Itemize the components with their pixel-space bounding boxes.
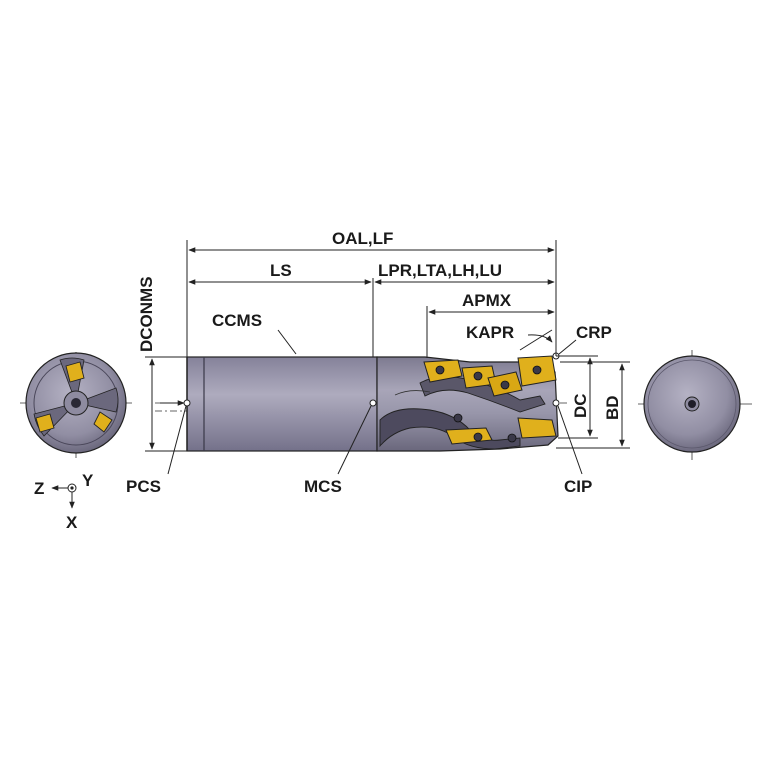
insert-screw bbox=[453, 413, 463, 423]
axis-x-label: X bbox=[66, 513, 78, 532]
end-view-coolant-hole bbox=[71, 398, 81, 408]
coordinate-axes: Z Y X bbox=[34, 471, 94, 532]
insert-screw bbox=[473, 371, 483, 381]
insert-screw bbox=[473, 432, 483, 442]
side-view bbox=[155, 352, 570, 452]
axis-y-label: Y bbox=[82, 471, 94, 490]
cip-point bbox=[552, 399, 560, 407]
end-view-insert bbox=[35, 413, 55, 433]
mcs-point bbox=[369, 399, 377, 407]
axis-z-label: Z bbox=[34, 479, 44, 498]
insert-screw bbox=[507, 433, 517, 443]
insert-screw bbox=[532, 365, 542, 375]
mcs-label: MCS bbox=[304, 477, 342, 496]
crp-leader bbox=[558, 339, 577, 355]
flute-groove bbox=[379, 408, 521, 450]
front-end-view bbox=[20, 352, 132, 458]
pcs-leader bbox=[167, 405, 187, 475]
kapr-edge-line bbox=[519, 329, 553, 351]
rear-end-view bbox=[638, 350, 752, 460]
cip-label: CIP bbox=[564, 477, 592, 496]
pcs-label: PCS bbox=[126, 477, 161, 496]
end-view-insert bbox=[65, 361, 85, 383]
kapr-label: KAPR bbox=[466, 323, 514, 342]
dconms-label: DCONMS bbox=[137, 276, 156, 352]
rear-view-coolant-hole bbox=[688, 400, 696, 408]
end-view-flute bbox=[74, 387, 119, 413]
end-view-insert bbox=[93, 411, 113, 433]
cip-leader bbox=[557, 405, 583, 475]
insert-screw bbox=[435, 365, 445, 375]
origin-dot bbox=[70, 486, 74, 490]
flute-edge bbox=[394, 390, 431, 396]
flute-groove bbox=[419, 376, 546, 413]
ccms-leader bbox=[277, 329, 297, 355]
lpr-lta-lh-lu-label: LPR,LTA,LH,LU bbox=[378, 261, 502, 280]
shank bbox=[186, 356, 378, 452]
kapr-arc bbox=[527, 334, 553, 343]
dc-label: DC bbox=[571, 393, 590, 418]
apmx-label: APMX bbox=[462, 291, 512, 310]
bd-label: BD bbox=[603, 395, 622, 420]
mcs-leader bbox=[337, 405, 372, 475]
ls-label: LS bbox=[270, 261, 292, 280]
ccms-label: CCMS bbox=[212, 311, 262, 330]
oal-lf-label: OAL,LF bbox=[332, 229, 393, 248]
crp-label: CRP bbox=[576, 323, 612, 342]
insert-screw bbox=[500, 380, 510, 390]
dimensions: OAL,LF LS LPR,LTA,LH,LU APMX KAPR CRP DC… bbox=[126, 229, 630, 496]
pcs-point bbox=[183, 399, 191, 407]
insert bbox=[517, 417, 557, 439]
rear-view-chamfer bbox=[647, 359, 737, 449]
